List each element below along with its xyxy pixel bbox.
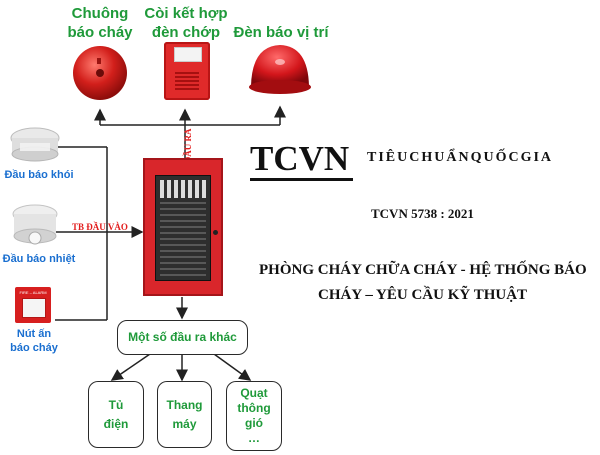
standard-header: TIÊUCHUẨNQUỐCGIA	[367, 150, 554, 165]
call-point-glass	[22, 298, 46, 318]
elevator-box: Thang máy	[157, 381, 212, 448]
call-point-face-text: FIRE – ALARM	[19, 290, 47, 295]
ventilation-fan-box: Quạt thông gió …	[226, 381, 282, 451]
input-line-note: TB ĐẦU VÀO	[72, 222, 128, 232]
branch-cabinet	[110, 353, 151, 381]
bell-label: Chuông báo cháy	[67, 5, 133, 41]
other-outputs-box: Một số đầu ra khác	[117, 320, 248, 355]
panel-display	[155, 175, 211, 281]
strobe-lens	[174, 47, 202, 62]
tcvn-logo: TCVN	[250, 139, 350, 178]
beacon-label: Đèn báo vị trí	[233, 24, 329, 41]
panel-zone-rows	[160, 202, 206, 276]
heat-detector-label: Đầu báo nhiệt	[2, 253, 76, 265]
standard-title-line2: CHÁY – YÊU CẦU KỸ THUẬT	[318, 287, 528, 303]
standard-title-line1: PHÒNG CHÁY CHỮA CHÁY - HỆ THỐNG BÁO	[259, 262, 587, 278]
branch-fan	[213, 353, 252, 381]
manual-call-point-image: FIRE – ALARM	[15, 287, 51, 323]
tcvn-logo-underline	[250, 178, 353, 181]
horn-grille	[175, 70, 199, 90]
smoke-detector-label: Đầu báo khói	[4, 169, 74, 181]
strobe-label: Còi kết hợp đèn chớp	[144, 5, 228, 41]
fire-alarm-control-panel	[143, 158, 223, 296]
panel-zone-leds	[160, 180, 206, 198]
panel-key-lock-icon	[213, 230, 218, 235]
electrical-cabinet-box: Tủ điện	[88, 381, 144, 448]
strobe-horn-image	[164, 42, 210, 100]
standard-code: TCVN 5738 : 2021	[371, 206, 474, 221]
call-point-label: Nút ấn báo cháy	[10, 328, 58, 354]
